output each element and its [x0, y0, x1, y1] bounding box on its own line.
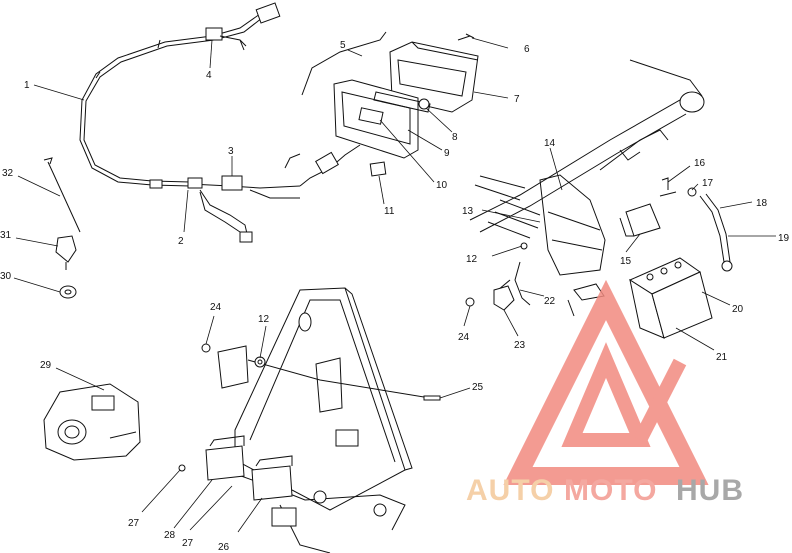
wire-harness	[79, 2, 361, 243]
callout-18: 18	[756, 198, 768, 209]
callout-30: 30	[0, 271, 12, 282]
callout-24-frame: 24	[458, 332, 470, 343]
watermark-auto: AUTO	[466, 474, 554, 507]
watermark: AUTO MOTO HUB	[466, 279, 744, 507]
callout-26: 26	[218, 542, 230, 553]
taillight-assembly	[301, 31, 479, 177]
callout-17: 17	[702, 178, 714, 189]
callout-23: 23	[514, 340, 526, 351]
callout-10: 10	[436, 180, 448, 191]
callout-31: 31	[0, 230, 12, 241]
callout-20: 20	[732, 304, 744, 315]
callout-15: 15	[620, 256, 632, 267]
callout-11: 11	[384, 206, 395, 217]
callout-12-frame: 12	[466, 254, 478, 265]
leader-lines	[13, 37, 776, 533]
callout-28: 28	[164, 530, 176, 541]
callout-32: 32	[2, 168, 14, 179]
callout-25: 25	[472, 382, 484, 393]
watermark-logo-triangle	[503, 279, 709, 485]
callout-1: 1	[24, 80, 30, 91]
callout-12-panel: 12	[258, 314, 270, 325]
callout-3: 3	[228, 146, 234, 157]
callout-5: 5	[340, 40, 346, 51]
callout-13: 13	[462, 206, 474, 217]
cdi-box	[43, 383, 141, 461]
callout-16: 16	[694, 158, 706, 169]
watermark-moto: MOTO	[564, 474, 657, 507]
left-small-parts	[43, 157, 81, 299]
callout-19: 19	[778, 233, 790, 244]
callout-4: 4	[206, 70, 212, 81]
callout-6: 6	[524, 44, 530, 55]
callout-21: 21	[716, 352, 728, 363]
watermark-hub: HUB	[676, 474, 744, 507]
callout-22: 22	[544, 296, 556, 307]
callout-29: 29	[40, 360, 52, 371]
electrical-panel	[178, 287, 441, 553]
callout-27-right: 27	[182, 538, 194, 549]
callout-8: 8	[452, 132, 458, 143]
callout-9: 9	[444, 148, 450, 159]
callout-7: 7	[514, 94, 520, 105]
battery	[619, 177, 733, 339]
callout-14: 14	[544, 138, 556, 149]
callout-24-panel: 24	[210, 302, 222, 313]
callout-2: 2	[178, 236, 184, 247]
callout-labels: 1 2 3 4 5 6 7 8 9 10 11 12 12 13 14 15 1…	[0, 40, 790, 553]
callout-27-left: 27	[128, 518, 140, 529]
frame-rear	[465, 59, 705, 317]
